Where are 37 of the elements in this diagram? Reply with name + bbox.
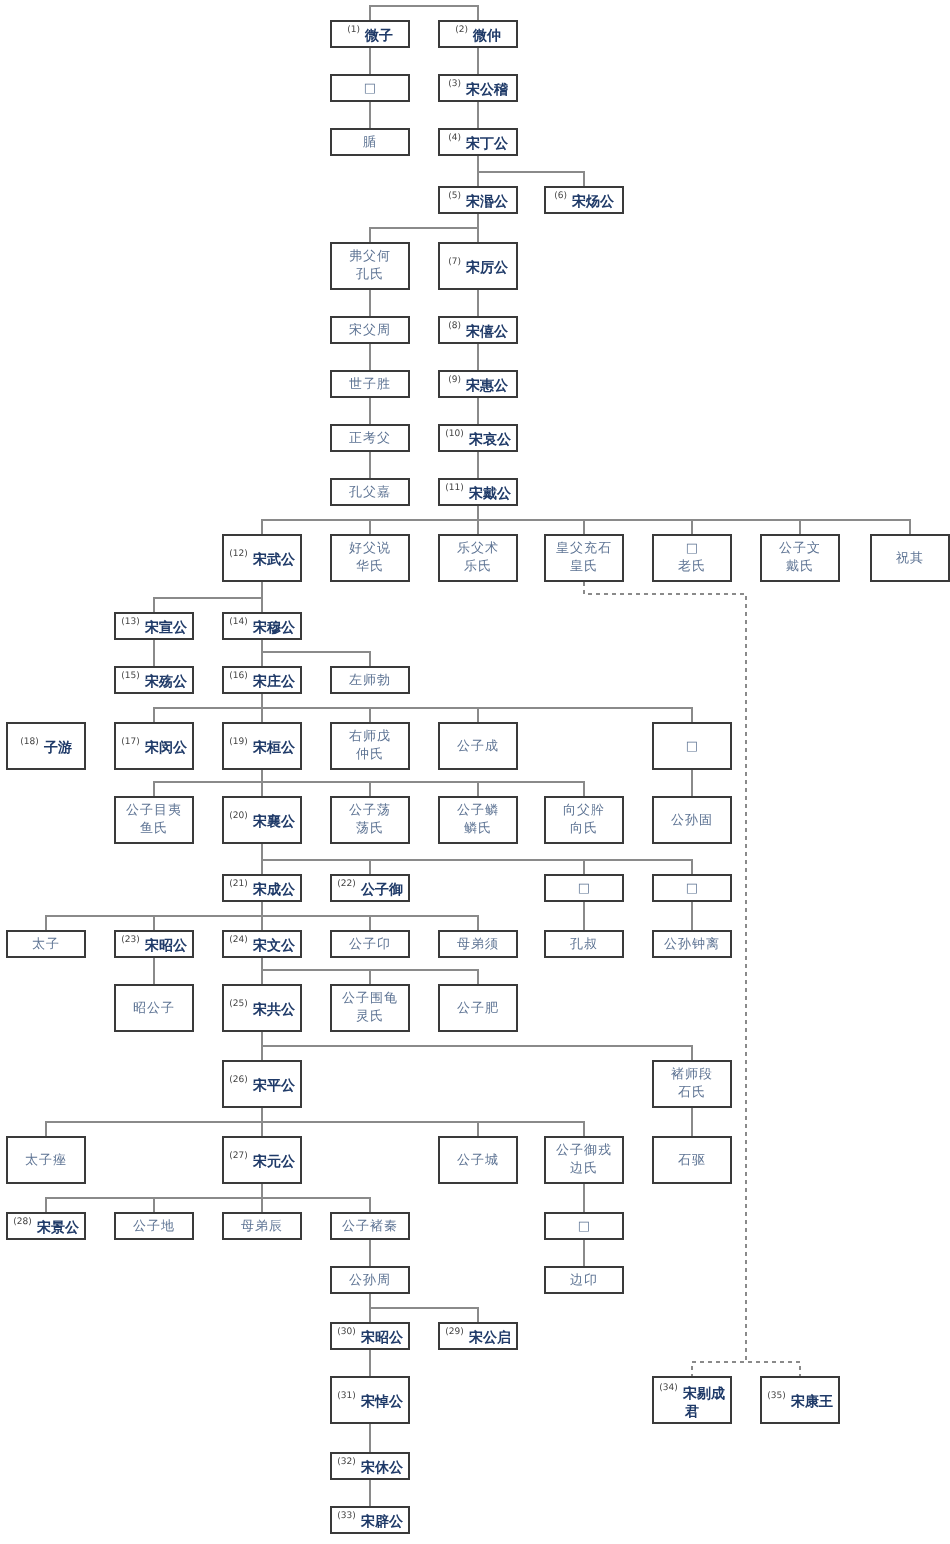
tree-line <box>369 1423 371 1453</box>
tree-line <box>477 101 479 129</box>
tree-line <box>261 693 693 723</box>
tree-line <box>153 957 155 985</box>
tree-line <box>369 101 371 129</box>
tree-line <box>153 639 155 667</box>
tree-line <box>583 1239 585 1267</box>
tree-line <box>369 451 371 479</box>
tree-line <box>369 397 371 425</box>
tree-line <box>369 1239 371 1267</box>
tree-line <box>261 1031 693 1061</box>
tree-line <box>477 213 479 243</box>
tree-line <box>477 47 479 75</box>
tree-line <box>369 343 371 371</box>
tree-line <box>477 289 479 317</box>
tree-line <box>477 343 479 371</box>
tree-line <box>691 1107 693 1137</box>
tree-line <box>261 769 585 797</box>
tree-line <box>477 505 911 535</box>
tree-line <box>261 843 693 875</box>
tree-line <box>261 1107 585 1137</box>
tree-line <box>477 451 479 479</box>
tree-line <box>369 1293 479 1323</box>
tree-line <box>369 1349 371 1377</box>
tree-line <box>691 901 693 931</box>
tree-line <box>583 901 585 931</box>
tree-line <box>477 155 585 187</box>
tree-line <box>261 639 371 667</box>
tree-line <box>369 47 371 75</box>
tree-line <box>369 289 371 317</box>
tree-line <box>261 581 263 613</box>
tree-line <box>691 769 693 797</box>
tree-line <box>477 397 479 425</box>
tree-line <box>369 1479 371 1507</box>
tree-line <box>369 5 479 21</box>
tree-line <box>261 957 479 985</box>
tree-line <box>583 1183 585 1213</box>
